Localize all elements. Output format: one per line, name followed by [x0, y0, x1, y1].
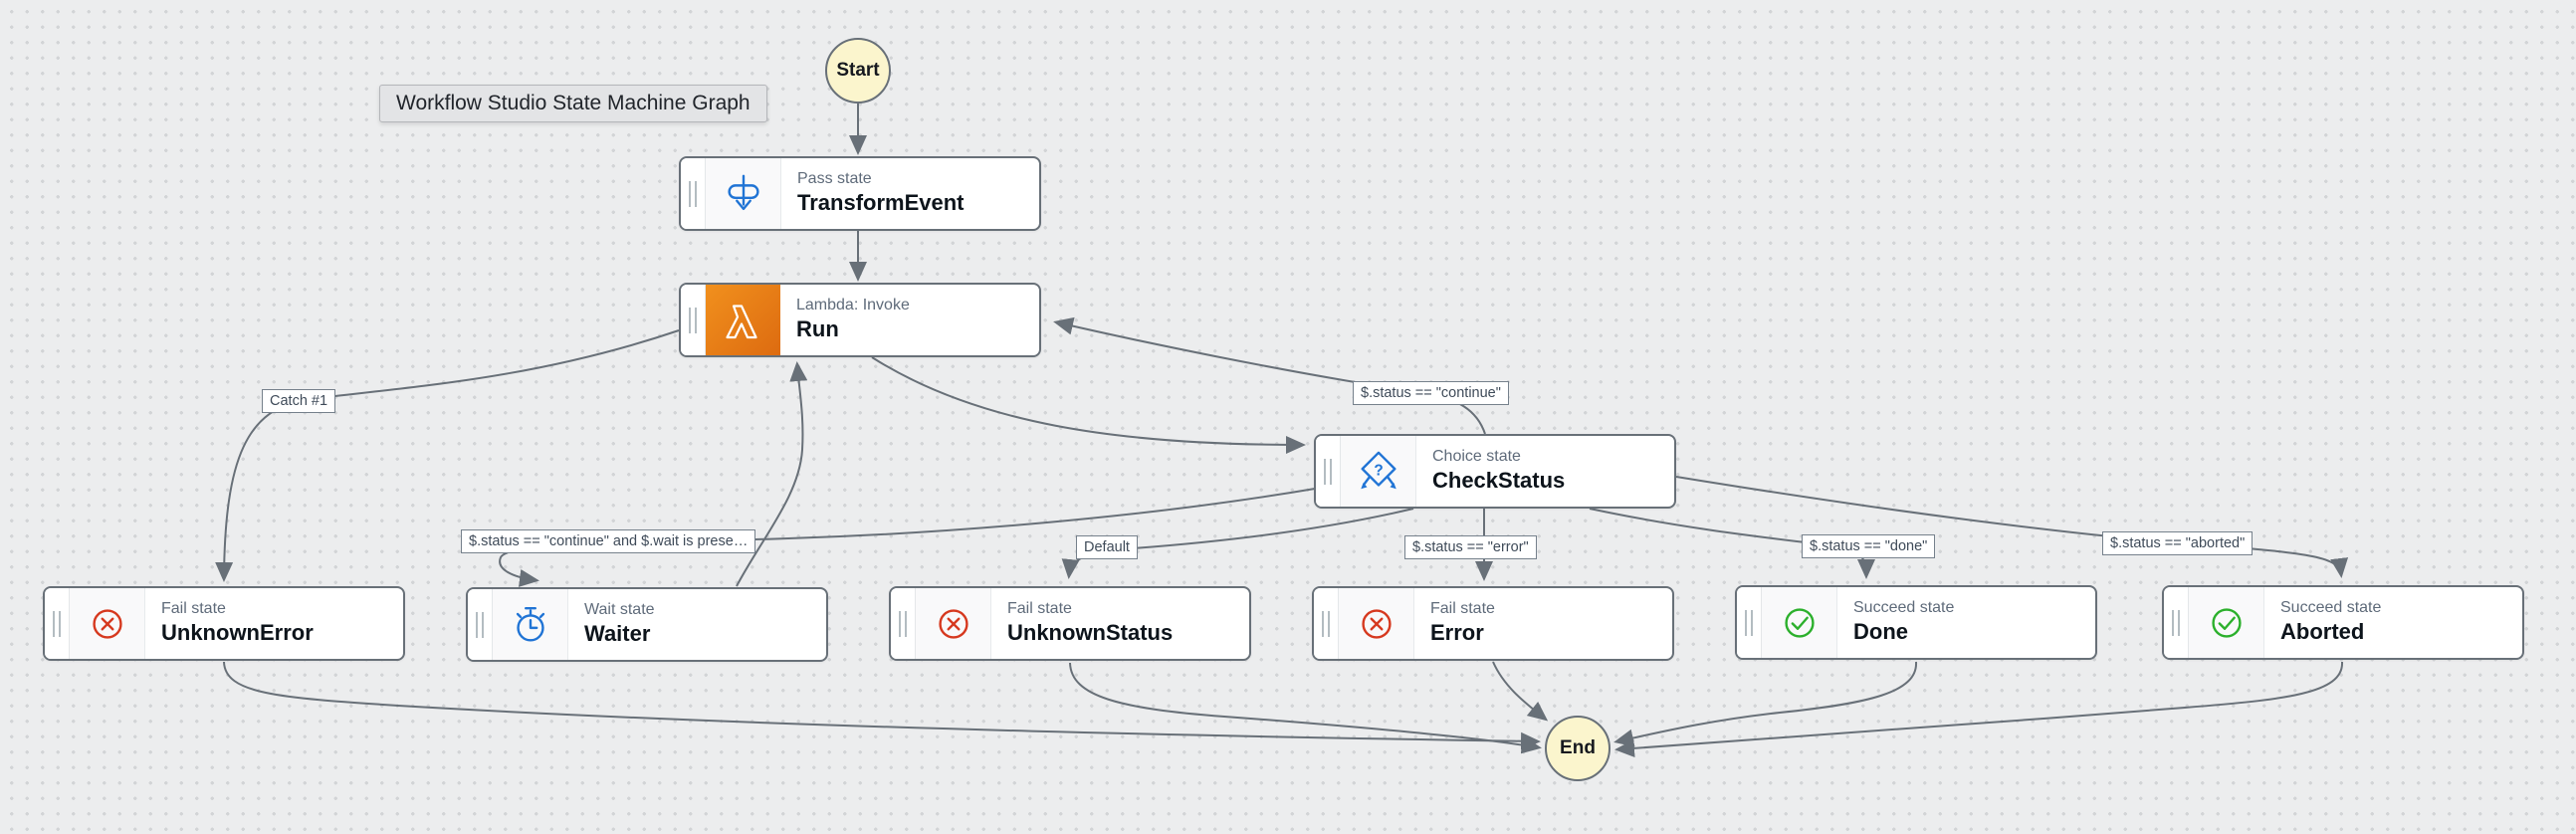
edge-unknownstatus-to-end [1069, 662, 1542, 754]
fail-icon [1339, 588, 1414, 659]
state-name: TransformEvent [797, 190, 965, 215]
state-name: Done [1853, 619, 1908, 644]
fail-icon [916, 588, 991, 659]
state-type-label: Fail state [1007, 600, 1072, 617]
start-terminal-label: Start [836, 60, 880, 81]
start-terminal: Start [825, 38, 891, 104]
edge-unknownerror-to-end [223, 661, 1541, 750]
state-type-label: Succeed state [2280, 599, 2382, 616]
edge-run-to-checkstatus [871, 356, 1306, 454]
state-type-label: Wait state [584, 601, 655, 618]
wait-icon [493, 589, 568, 660]
succeed-icon [2189, 587, 2264, 658]
state-type-label: Lambda: Invoke [796, 297, 910, 313]
edge-aborted-to-end [1614, 661, 2344, 757]
drag-handle[interactable] [681, 285, 706, 355]
state-node-unknownstatus[interactable]: Fail state UnknownStatus [889, 586, 1251, 661]
svg-text:?: ? [1374, 462, 1383, 479]
state-name: CheckStatus [1432, 468, 1566, 493]
state-name: UnknownStatus [1007, 620, 1174, 645]
state-type-label: Choice state [1432, 448, 1521, 465]
drag-handle[interactable] [468, 589, 493, 660]
state-type-label: Fail state [1430, 600, 1495, 617]
edge-checkstatus-to-aborted [1675, 476, 2349, 578]
fail-icon [70, 588, 145, 659]
edge-done-to-end [1613, 661, 1918, 747]
state-node-waiter[interactable]: Wait state Waiter [466, 587, 828, 662]
state-type-label: Pass state [797, 170, 872, 187]
edge-label-status-continue-wait: $.status == "continue" and $.wait is pre… [461, 529, 756, 553]
drag-handle[interactable] [1737, 587, 1762, 658]
drag-handle[interactable] [45, 588, 70, 659]
state-name: Aborted [2280, 619, 2365, 644]
state-node-aborted[interactable]: Succeed state Aborted [2162, 585, 2524, 660]
lambda-icon [706, 285, 780, 355]
edge-label-catch-1: Catch #1 [262, 389, 336, 413]
choice-icon: ? [1341, 436, 1416, 507]
state-name: UnknownError [161, 620, 314, 645]
end-terminal: End [1545, 716, 1610, 781]
state-node-unknownerror[interactable]: Fail state UnknownError [43, 586, 405, 661]
edge-label-status-continue: $.status == "continue" [1353, 381, 1509, 405]
state-type-label: Fail state [161, 600, 226, 617]
canvas-tooltip-text: Workflow Studio State Machine Graph [396, 92, 751, 114]
state-name: Error [1430, 620, 1484, 645]
edge-error-to-end [1492, 661, 1549, 722]
state-node-error[interactable]: Fail state Error [1312, 586, 1674, 661]
succeed-icon [1762, 587, 1837, 658]
pass-icon [706, 158, 781, 229]
state-node-run[interactable]: Lambda: Invoke Run [679, 283, 1041, 357]
state-name: Run [796, 316, 839, 341]
canvas-tooltip: Workflow Studio State Machine Graph [379, 85, 767, 122]
edge-label-status-error: $.status == "error" [1404, 535, 1537, 559]
state-node-checkstatus[interactable]: ? Choice state CheckStatus [1314, 434, 1676, 509]
state-node-done[interactable]: Succeed state Done [1735, 585, 2097, 660]
state-type-label: Succeed state [1853, 599, 1955, 616]
drag-handle[interactable] [681, 158, 706, 229]
drag-handle[interactable] [2164, 587, 2189, 658]
edge-checkstatus-to-run-continue [1053, 316, 1486, 435]
edge-label-default: Default [1076, 535, 1138, 559]
drag-handle[interactable] [1314, 588, 1339, 659]
edge-label-status-done: $.status == "done" [1802, 534, 1936, 558]
state-node-transformevent[interactable]: Pass state TransformEvent [679, 156, 1041, 231]
drag-handle[interactable] [1316, 436, 1341, 507]
drag-handle[interactable] [891, 588, 916, 659]
state-name: Waiter [584, 621, 651, 646]
edge-label-status-aborted: $.status == "aborted" [2102, 531, 2254, 555]
end-terminal-label: End [1560, 737, 1596, 758]
